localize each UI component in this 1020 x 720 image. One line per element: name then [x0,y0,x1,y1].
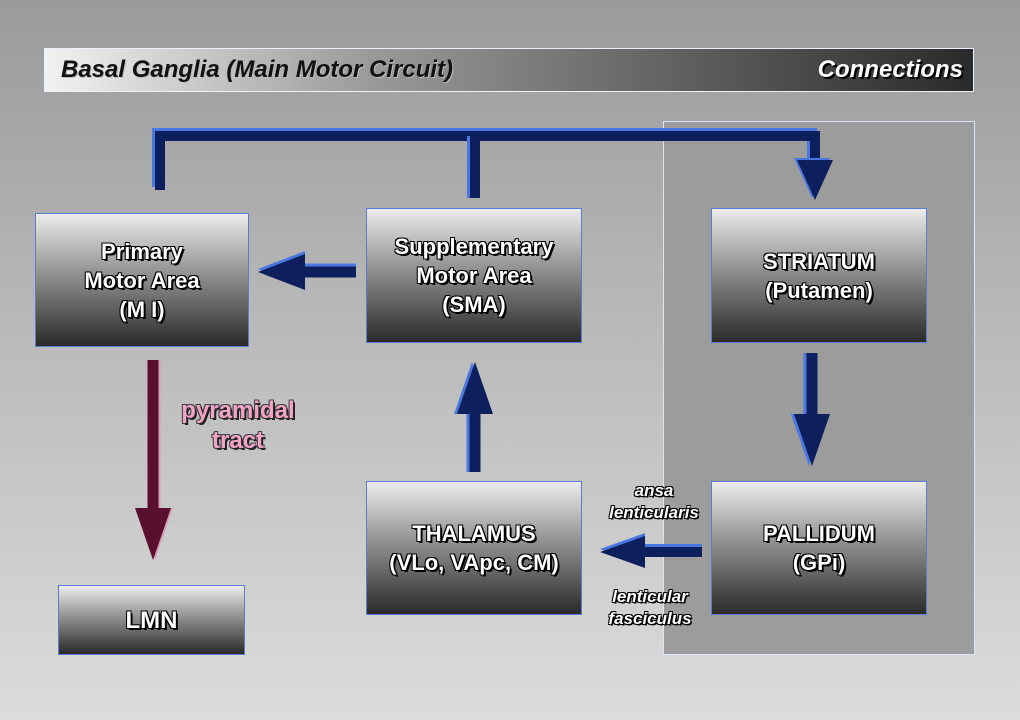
striatum-line2: (Putamen) [765,277,873,303]
diagram-subtitle: Connections [817,56,963,83]
striatum-box: STRIATUM (Putamen) [711,208,927,343]
sma-line3: (SMA) [442,292,506,317]
pyramidal-tract-line2: tract [211,427,265,454]
thalamus-line2: (VLo, VApc, CM) [389,550,559,575]
ansa-lenticularis-line2: lenticularis [609,503,699,522]
pyramidal-tract-arrow [135,360,173,560]
ansa-lenticularis-label: ansa lenticularis [592,480,716,524]
cortex-to-striatum-connector [152,128,833,200]
pallidum-line1: PALLIDUM [762,521,876,546]
primary-motor-area-box: Primary Motor Area (M I) [35,213,249,347]
lmn-label: LMN [125,606,178,634]
sma-to-m1-arrow [258,251,356,290]
striatum-to-pallidum-arrow [791,353,830,466]
striatum-line1: STRIATUM [762,248,876,274]
diagram-title: Basal Ganglia (Main Motor Circuit) [61,56,454,83]
lmn-box: LMN [58,585,245,655]
lenticular-fasciculus-line2: fasciculus [608,609,692,628]
pallidum-box: PALLIDUM (GPi) [711,481,927,615]
thalamus-line1: THALAMUS [412,521,536,546]
primary-motor-area-line3: (M I) [119,296,165,322]
pallidum-to-thalamus-arrow [600,533,702,568]
primary-motor-area-line1: Primary [101,238,183,264]
lenticular-fasciculus-label: lenticular fasciculus [588,586,712,630]
supplementary-motor-area-box: Supplementary Motor Area (SMA) [366,208,582,343]
lenticular-fasciculus-line1: lenticular [612,587,688,606]
thalamus-box: THALAMUS (VLo, VApc, CM) [366,481,582,615]
pyramidal-tract-label: pyramidal tract [168,396,308,456]
pyramidal-tract-line1: pyramidal [181,397,295,424]
sma-line2: Motor Area [416,263,532,288]
sma-line1: Supplementary [394,234,554,259]
pallidum-line2: (GPi) [792,550,846,575]
title-bar: Basal Ganglia (Main Motor Circuit) Conne… [44,48,974,92]
thalamus-to-sma-arrow [454,362,493,472]
ansa-lenticularis-line1: ansa [634,481,674,500]
primary-motor-area-line2: Motor Area [84,267,200,293]
